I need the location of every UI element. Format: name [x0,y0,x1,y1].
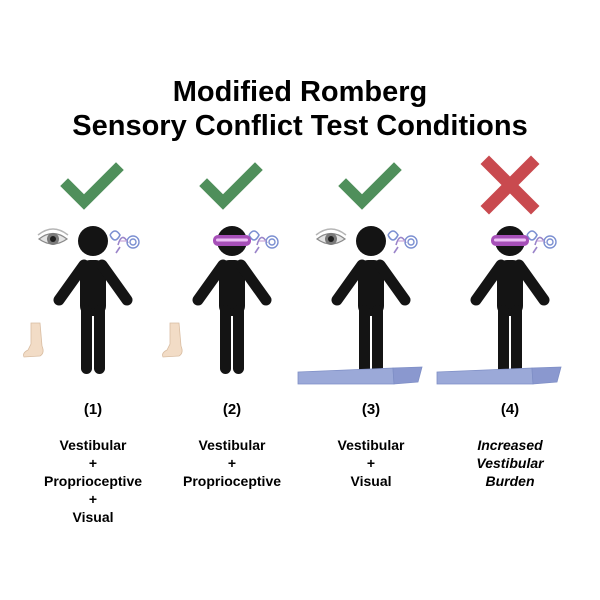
vr-headset-icon [213,235,251,246]
condition-illustration [162,162,279,374]
person-figure [331,226,411,374]
condition-panel-3: (3) Vestibular + Visual [296,155,446,535]
condition-panel-1: (1) Vestibular + Proprioceptive + Visual [18,155,168,535]
inner-ear-icon [109,230,140,254]
person-figure [53,226,133,374]
leg-icon [23,322,44,358]
condition-number: (4) [500,401,520,418]
condition-description: Vestibular + Proprioceptive [147,436,317,490]
description-line: Vestibular [198,437,266,453]
description-line: + [227,455,237,471]
condition-illustration [436,155,562,385]
inner-ear-icon [387,230,418,254]
person-figure [192,226,272,374]
description-line: Proprioceptive [182,473,282,489]
description-line: Increased [477,437,543,453]
condition-description: Vestibular + Proprioceptive + Visual [8,436,178,526]
description-line: Visual [350,473,392,489]
condition-number: (3) [361,401,381,418]
page-title: Modified Romberg [172,76,428,108]
eye-icon [315,228,347,245]
condition-description: Vestibular + Visual [286,436,456,490]
description-line: + [88,491,98,507]
inner-ear-icon [526,230,557,254]
condition-illustration [23,162,140,374]
foam-pad-icon [436,366,562,385]
condition-illustration [297,162,423,385]
check-icon [199,162,263,210]
person-figure [470,226,550,374]
page-subtitle: Sensory Conflict Test Conditions [72,110,528,142]
description-line: Vestibular [59,437,127,453]
condition-number: (1) [83,401,103,418]
description-line: Vestibular [476,455,544,471]
condition-number: (2) [222,401,242,418]
cross-icon [480,155,540,215]
description-line: Burden [485,473,535,489]
description-line: Proprioceptive [43,473,143,489]
foam-pad-icon [297,366,423,385]
inner-ear-icon [248,230,279,254]
description-line: Vestibular [337,437,405,453]
eye-icon [37,228,69,245]
condition-panel-2: (2) Vestibular + Proprioceptive [157,155,307,535]
check-icon [60,162,124,210]
description-line: + [366,455,376,471]
leg-icon [162,322,183,358]
vr-headset-icon [491,235,529,246]
description-line: + [88,455,98,471]
description-line: Visual [72,509,114,525]
check-icon [338,162,402,210]
